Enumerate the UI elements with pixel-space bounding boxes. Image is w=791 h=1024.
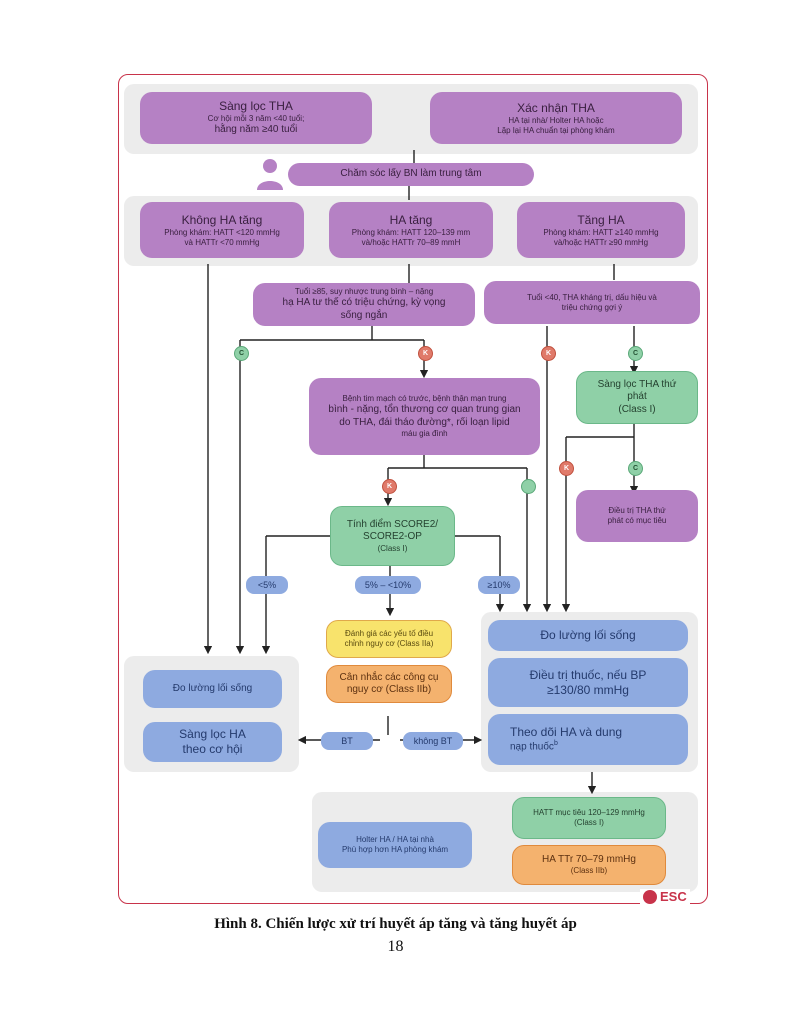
risk-factors-box: Đánh giá các yếu tố điều chỉnh nguy cơ (… [326, 620, 452, 658]
target-dbp-box: HA TTr 70–79 mmHg (Class IIb) [512, 845, 666, 885]
target-sbp-line1: HATT mục tiêu 120–129 mmHg [533, 808, 645, 817]
not-elevated-line1: Phòng khám: HATT <120 mmHg [164, 227, 280, 237]
young-box: Tuổi <40, THA kháng trị, dấu hiệu và tri… [484, 281, 700, 324]
confirm-title: Xác nhận THA [517, 100, 595, 115]
lifestyle-right-box: Đo lường lối sống [488, 620, 688, 651]
secondary-treat-line2: phát có mục tiêu [607, 516, 667, 525]
drug-treatment-line2: ≥130/80 mmHg [547, 682, 629, 697]
not-bt-pill: không BT [403, 732, 463, 750]
secondary-screen-line2: phát [627, 391, 647, 403]
monitoring-footnote: b [553, 740, 558, 748]
score2-line3: (Class I) [377, 543, 408, 553]
young-line1: Tuổi <40, THA kháng trị, dấu hiệu và [527, 292, 657, 302]
yes-circle [521, 479, 536, 494]
monitoring-box: Theo dõi HA và dung nạp thuốcb [488, 714, 688, 765]
lifestyle-left-box: Đo lường lối sống [143, 670, 282, 708]
screening-opportunistic-box: Sàng lọc HA theo cơ hội [143, 722, 282, 762]
young-line2: triệu chứng gợi ý [561, 302, 623, 312]
hypertension-title: Tăng HA [577, 212, 625, 227]
risk-tools-line2: nguy cơ (Class IIb) [346, 684, 432, 695]
not-elevated-box: Không HA tăng Phòng khám: HATT <120 mmHg… [140, 202, 304, 258]
diagram-frame [118, 74, 708, 904]
drug-treatment-line1: Điều trị thuốc, nếu BP [529, 667, 647, 682]
secondary-treat-line1: Điều trị THA thứ [608, 506, 666, 515]
drug-treatment-box: Điều trị thuốc, nếu BP ≥130/80 mmHg [488, 658, 688, 707]
not-elevated-title: Không HA tăng [181, 212, 263, 227]
frail-line1: Tuổi ≥85, suy nhược trung bình – nặng [294, 287, 434, 296]
screening-line2: hằng năm ≥40 tuổi [214, 124, 298, 136]
confirm-line2: Lặp lại HA chuẩn tại phòng khám [497, 125, 615, 135]
risk-tools-box: Cân nhắc các công cụ nguy cơ (Class IIb) [326, 665, 452, 703]
patient-centered-text: Chăm sóc lấy BN làm trung tâm [340, 168, 482, 180]
heart-icon [643, 889, 657, 904]
risk-factors-line2: chỉnh nguy cơ (Class IIa) [344, 639, 434, 648]
target-dbp-line2: (Class IIb) [570, 866, 608, 876]
secondary-screen-line3: (Class I) [618, 403, 656, 415]
cvd-box: Bệnh tim mạch có trước, bệnh thận mạn tr… [309, 378, 540, 455]
score2-line2: SCORE2-OP [363, 531, 422, 542]
confirm-line1: HA tại nhà/ Holter HA hoặc [508, 115, 604, 125]
patient-icon [257, 159, 283, 190]
secondary-screen-box: Sàng lọc THA thứ phát (Class I) [576, 371, 698, 424]
page-number: 18 [387, 938, 404, 955]
frail-line2: hạ HA tư thế có triệu chứng, kỳ vọng [282, 297, 446, 308]
risk-high-pill: ≥10% [478, 576, 520, 594]
score2-box: Tính điểm SCORE2/ SCORE2-OP (Class I) [330, 506, 455, 566]
screening-box: Sàng lọc THA Cơ hội mỗi 3 năm <40 tuổi; … [140, 92, 372, 144]
yes-circle: C [628, 461, 643, 476]
risk-low-pill: <5% [246, 576, 288, 594]
hypertension-box: Tăng HA Phòng khám: HATT ≥140 mmHg và/ho… [517, 202, 685, 258]
risk-mid-pill: 5% – <10% [355, 576, 421, 594]
lifestyle-right-text: Đo lường lối sống [540, 628, 636, 642]
cvd-line4: máu gia đình [401, 429, 448, 438]
hypertension-line2: và/hoặc HATTr ≥90 mmHg [553, 237, 649, 247]
elevated-title: HA tăng [389, 212, 433, 227]
monitoring-line1: Theo dõi HA và dung [510, 725, 623, 740]
esc-logo: ESC [640, 889, 690, 904]
secondary-screen-line1: Sàng lọc THA thứ [597, 378, 677, 390]
risk-factors-line1: Đánh giá các yếu tố điều [344, 629, 434, 638]
hypertension-line1: Phòng khám: HATT ≥140 mmHg [543, 227, 659, 237]
confirm-box: Xác nhận THA HA tại nhà/ Holter HA hoặc … [430, 92, 682, 144]
no-circle: K [382, 479, 397, 494]
cvd-line1: Bệnh tim mạch có trước, bệnh thận mạn tr… [342, 394, 507, 403]
yes-circle: C [628, 346, 643, 361]
target-sbp-box: HATT mục tiêu 120–129 mmHg (Class I) [512, 797, 666, 839]
cvd-line3: do THA, đái tháo đường*, rối loạn lipid [339, 416, 510, 428]
no-circle: K [541, 346, 556, 361]
frail-line3: sống ngắn [340, 309, 388, 321]
no-circle: K [418, 346, 433, 361]
lifestyle-left-text: Đo lường lối sống [172, 682, 253, 694]
elevated-box: HA tăng Phòng khám: HATT 120–139 mm và/h… [329, 202, 493, 258]
figure-caption: Hình 8. Chiến lược xử trí huyết áp tăng … [214, 916, 577, 932]
target-sbp-line2: (Class I) [574, 818, 604, 827]
target-dbp-line1: HA TTr 70–79 mmHg [542, 853, 636, 865]
screening-opportunistic-line2: theo cơ hội [182, 742, 243, 756]
elevated-line2: và/hoặc HATTr 70–89 mmH [361, 237, 461, 247]
monitoring-line2-wrap: nạp thuốcb [510, 740, 558, 754]
cvd-line2: bình - nặng, tổn thương cơ quan trung gi… [328, 404, 521, 415]
home-bp-line1: Holter HA / HA tại nhà [356, 835, 434, 844]
monitoring-line2: nạp thuốc [510, 741, 554, 753]
score2-line1: Tính điểm SCORE2/ [346, 518, 439, 530]
not-elevated-line2: và HATTr <70 mmHg [184, 237, 260, 247]
screening-line1: Cơ hội mỗi 3 năm <40 tuổi; [207, 114, 305, 124]
elevated-line1: Phòng khám: HATT 120–139 mm [351, 227, 471, 237]
bt-pill: BT [321, 732, 373, 750]
home-bp-line2: Phù hợp hơn HA phòng khám [341, 845, 449, 854]
screening-opportunistic-line1: Sàng lọc HA [179, 727, 246, 741]
screening-title: Sàng lọc THA [219, 99, 293, 114]
home-bp-box: Holter HA / HA tại nhà Phù hợp hơn HA ph… [318, 822, 472, 868]
yes-circle: C [234, 346, 249, 361]
esc-logo-text: ESC [660, 889, 687, 904]
patient-centered-box: Chăm sóc lấy BN làm trung tâm [288, 163, 534, 186]
risk-tools-line1: Cân nhắc các công cụ [339, 671, 439, 683]
frail-box: Tuổi ≥85, suy nhược trung bình – nặng hạ… [253, 283, 475, 326]
secondary-treat-box: Điều trị THA thứ phát có mục tiêu [576, 490, 698, 542]
no-circle: K [559, 461, 574, 476]
